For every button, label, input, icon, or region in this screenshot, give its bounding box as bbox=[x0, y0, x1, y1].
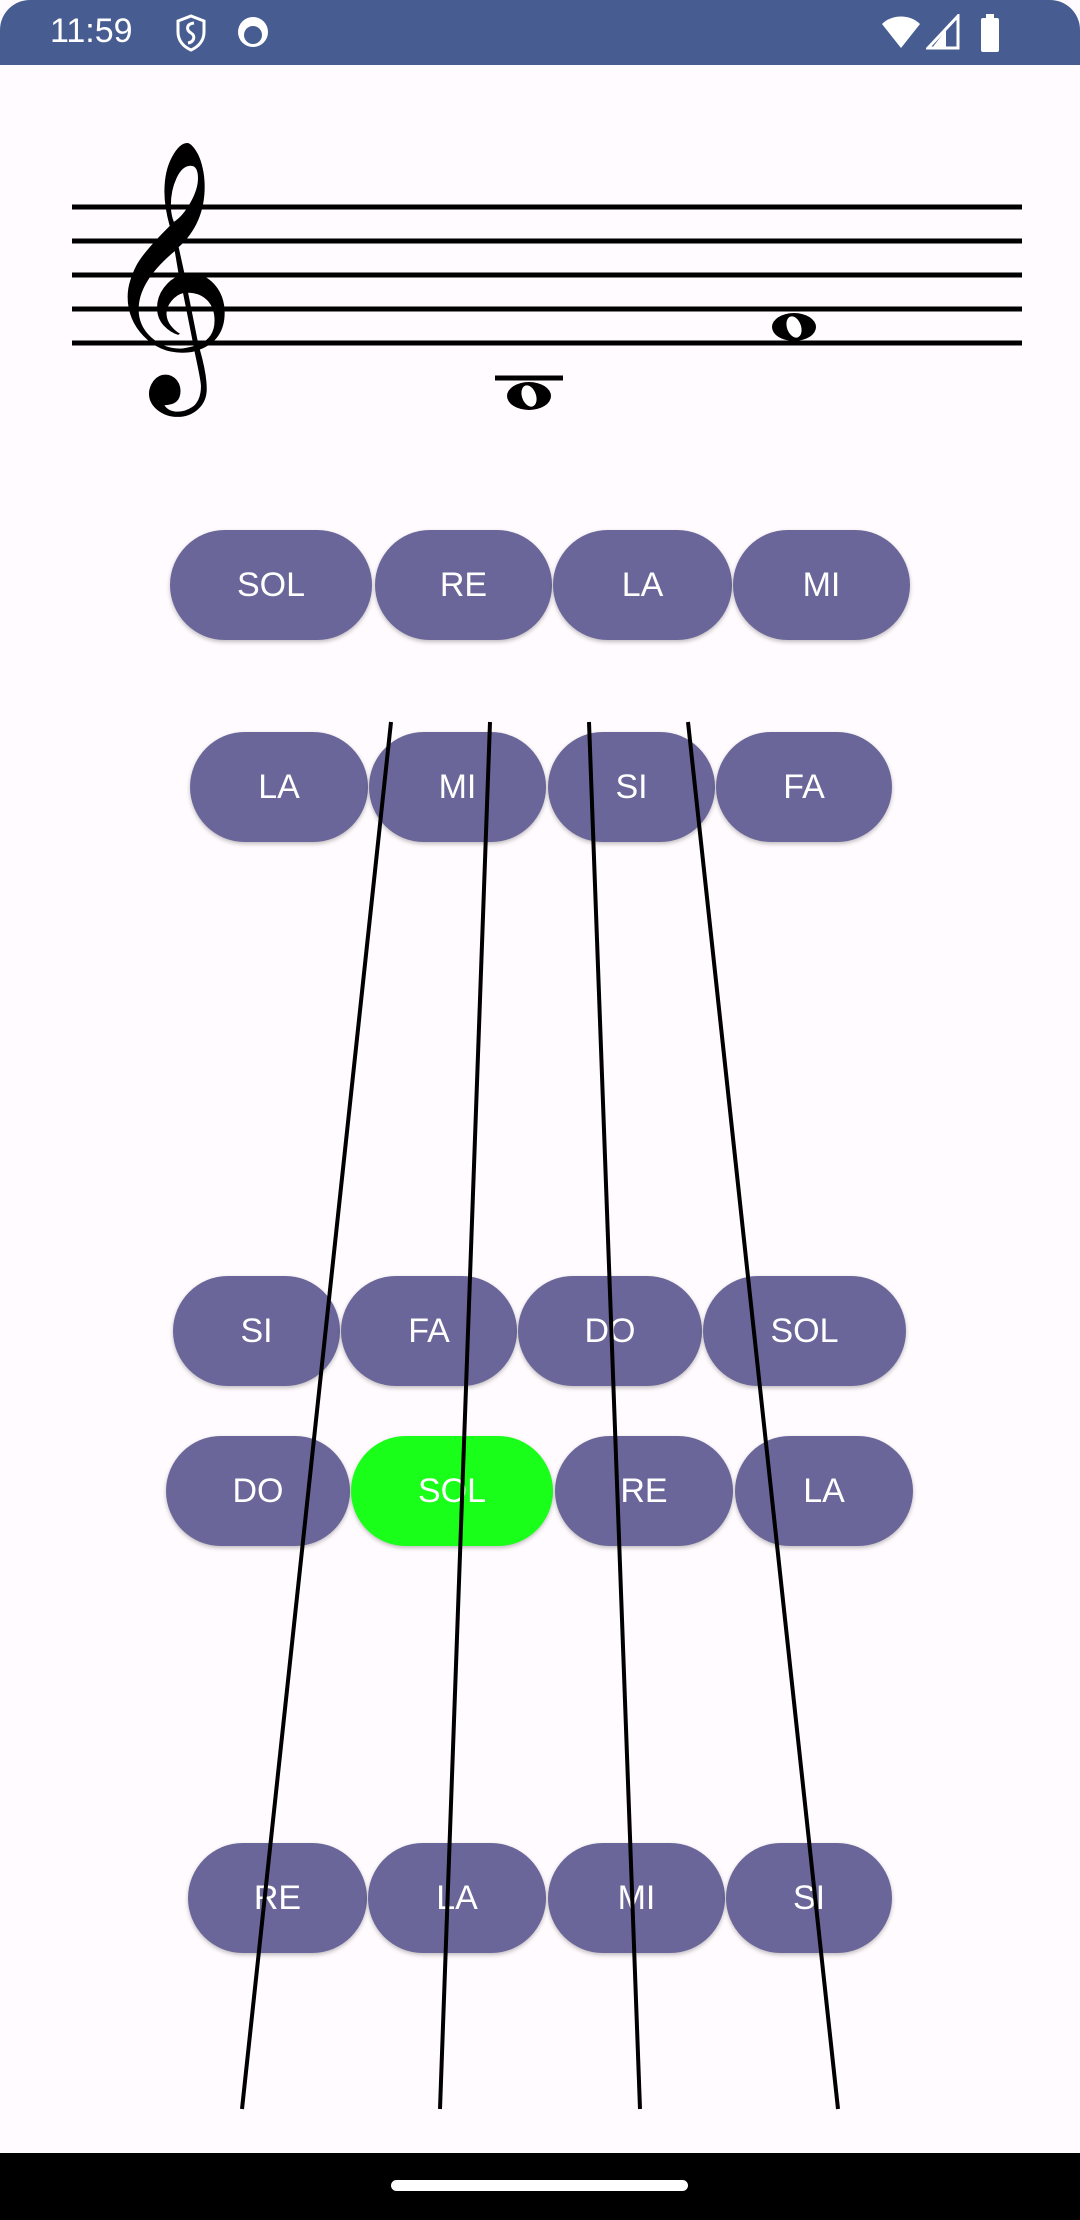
note-button-la[interactable]: LA bbox=[368, 1843, 546, 1953]
note-button-la[interactable]: LA bbox=[553, 530, 732, 640]
note-button-mi[interactable]: MI bbox=[733, 530, 910, 640]
note-button-la[interactable]: LA bbox=[735, 1436, 913, 1546]
battery-icon bbox=[981, 14, 999, 52]
note-button-si[interactable]: SI bbox=[726, 1843, 892, 1953]
note-button-re[interactable]: RE bbox=[555, 1436, 733, 1546]
cat-icon bbox=[238, 17, 268, 47]
note-button-mi[interactable]: MI bbox=[548, 1843, 725, 1953]
note-button-do[interactable]: DO bbox=[518, 1276, 702, 1386]
staff-lines bbox=[72, 204, 1022, 346]
music-staff: 𝄞 bbox=[72, 138, 1022, 417]
note-button-si[interactable]: SI bbox=[548, 732, 715, 842]
note-button-sol[interactable]: SOL bbox=[703, 1276, 906, 1386]
note-button-sol[interactable]: SOL bbox=[170, 530, 372, 640]
treble-clef-icon: 𝄞 bbox=[100, 138, 236, 417]
signal-icon bbox=[926, 14, 960, 50]
status-time: 11:59 bbox=[50, 12, 133, 50]
whole-note-2 bbox=[772, 313, 816, 341]
wifi-icon bbox=[882, 16, 920, 48]
note-button-re[interactable]: RE bbox=[375, 530, 552, 640]
note-button-fa[interactable]: FA bbox=[341, 1276, 517, 1386]
navigation-bar bbox=[0, 2153, 1080, 2220]
note-button-la[interactable]: LA bbox=[190, 732, 368, 842]
status-bar: 11:59 bbox=[0, 0, 1080, 65]
note-button-mi[interactable]: MI bbox=[369, 732, 546, 842]
note-button-fa[interactable]: FA bbox=[716, 732, 892, 842]
note-button-sol-highlighted[interactable]: SOL bbox=[351, 1436, 553, 1546]
note-button-si[interactable]: SI bbox=[173, 1276, 340, 1386]
home-gesture-handle[interactable] bbox=[391, 2180, 688, 2191]
note-button-re[interactable]: RE bbox=[188, 1843, 367, 1953]
shield-icon bbox=[176, 14, 206, 52]
note-button-do[interactable]: DO bbox=[166, 1436, 350, 1546]
whole-note-1 bbox=[507, 382, 551, 410]
